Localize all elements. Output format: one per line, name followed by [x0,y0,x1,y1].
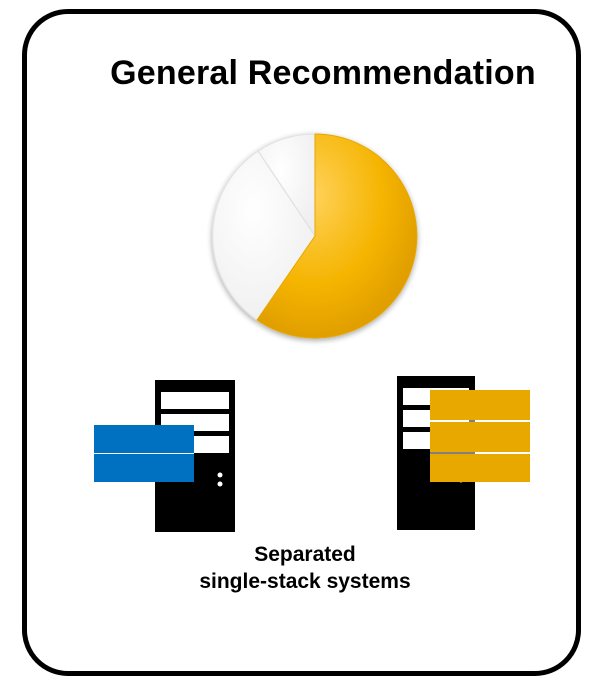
caption: Separated single-stack systems [120,541,490,595]
pie-slice-white [212,150,316,321]
stack-layer-gold [430,454,530,482]
stack-layer-gold [430,422,530,452]
card-title: General Recommendation [110,54,536,92]
server-tower-icon [397,376,530,530]
stack-layer-blue [94,425,194,453]
caption-line-1: Separated [254,543,356,566]
server-tower-icon [94,380,235,532]
stack-layer-gold [430,390,530,420]
stack-layer-blue [94,454,194,482]
recommendation-card [22,9,581,676]
caption-line-2: single-stack systems [199,570,411,593]
pie-slice-gold [256,133,418,339]
pie-chart-icon [212,133,418,339]
